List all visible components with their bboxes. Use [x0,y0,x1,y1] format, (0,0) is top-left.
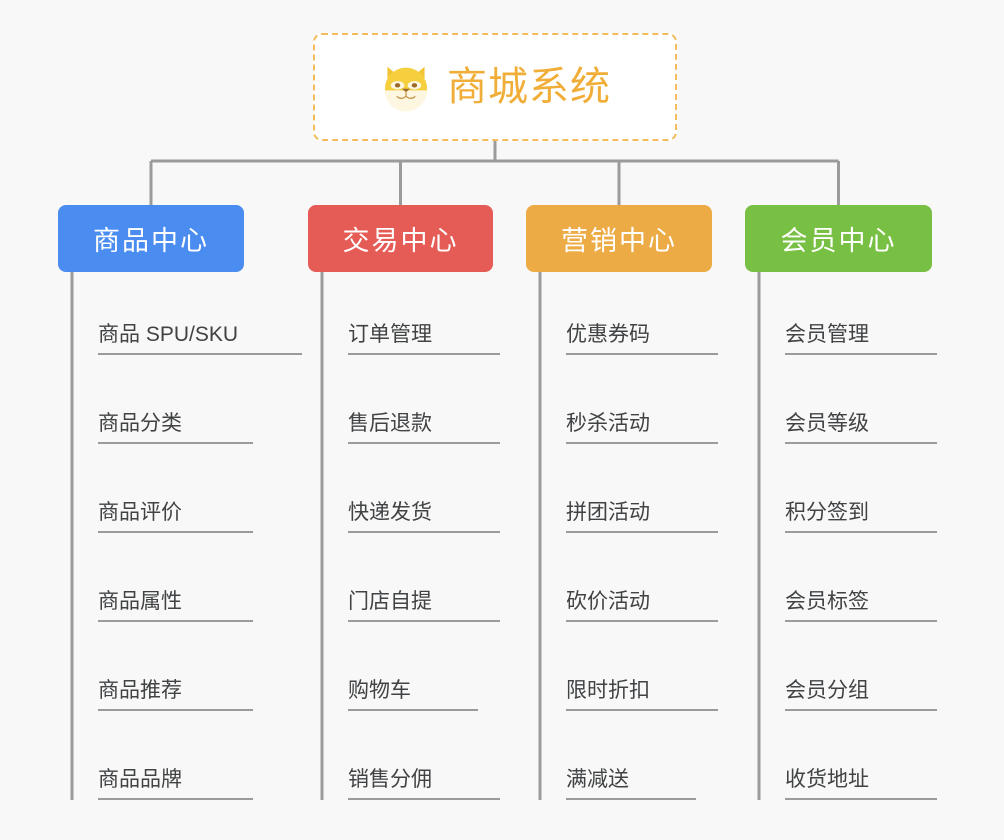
leaf-item-label: 会员分组 [785,679,869,702]
leaf-item[interactable]: 会员标签 [785,570,937,622]
branch-header-label: 会员中心 [780,226,897,256]
leaf-item-label: 商品评价 [98,501,182,524]
leaf-item-label: 收货地址 [785,768,869,791]
leaf-item[interactable]: 砍价活动 [566,570,718,622]
leaf-item[interactable]: 会员分组 [785,659,937,711]
leaf-item-label: 快递发货 [348,501,432,524]
leaf-item[interactable]: 商品 SPU/SKU [98,303,302,355]
leaf-item[interactable]: 拼团活动 [566,481,718,533]
root-title: 商城系统 [447,65,611,109]
leaf-item-label: 商品推荐 [98,679,182,702]
leaf-item[interactable]: 购物车 [348,659,478,711]
leaf-item-label: 满减送 [566,768,629,791]
leaf-item[interactable]: 商品品牌 [98,748,253,800]
leaf-item[interactable]: 会员等级 [785,392,937,444]
leaf-item-label: 会员管理 [785,323,869,346]
leaf-item[interactable]: 会员管理 [785,303,937,355]
branch-header-label: 交易中心 [342,226,459,256]
leaf-item-label: 订单管理 [348,323,432,346]
leaf-item-label: 拼团活动 [566,501,650,524]
leaf-item[interactable]: 订单管理 [348,303,500,355]
leaf-item-label: 积分签到 [785,501,869,524]
leaf-item[interactable]: 满减送 [566,748,696,800]
leaf-item[interactable]: 优惠券码 [566,303,718,355]
leaf-item-label: 秒杀活动 [566,412,650,435]
leaf-item-label: 购物车 [348,679,411,702]
leaf-item[interactable]: 门店自提 [348,570,500,622]
branch-header-product-center[interactable]: 商品中心 [58,205,244,272]
leaf-item-label: 销售分佣 [348,768,432,791]
leaf-item[interactable]: 销售分佣 [348,748,500,800]
leaf-item[interactable]: 商品属性 [98,570,253,622]
branch-header-label: 商品中心 [93,226,209,256]
leaf-item-label: 门店自提 [348,590,432,613]
leaf-item[interactable]: 限时折扣 [566,659,718,711]
leaf-item-label: 砍价活动 [566,590,650,613]
leaf-item[interactable]: 快递发货 [348,481,500,533]
leaf-item[interactable]: 商品评价 [98,481,253,533]
leaf-item-label: 商品属性 [98,590,182,613]
leaf-item-label: 商品分类 [98,412,182,435]
leaf-item[interactable]: 收货地址 [785,748,937,800]
leaf-item-label: 商品 SPU/SKU [98,323,239,346]
branch-header-label: 营销中心 [561,226,677,256]
leaf-item-label: 限时折扣 [566,679,650,702]
leaf-item[interactable]: 秒杀活动 [566,392,718,444]
leaf-item[interactable]: 售后退款 [348,392,500,444]
branch-header-trade-center[interactable]: 交易中心 [308,205,493,272]
leaf-item-label: 售后退款 [348,412,432,435]
leaf-item-label: 商品品牌 [98,768,182,791]
leaf-item-label: 优惠券码 [566,323,650,346]
shiba-dog-face-icon [384,66,428,112]
root-node[interactable]: 商城系统 [313,33,677,141]
branch-header-marketing-center[interactable]: 营销中心 [526,205,712,272]
leaf-item[interactable]: 积分签到 [785,481,937,533]
branch-header-member-center[interactable]: 会员中心 [745,205,932,272]
leaf-item-label: 会员标签 [785,590,869,613]
leaf-item[interactable]: 商品推荐 [98,659,253,711]
leaf-item[interactable]: 商品分类 [98,392,253,444]
leaf-item-label: 会员等级 [785,412,869,435]
